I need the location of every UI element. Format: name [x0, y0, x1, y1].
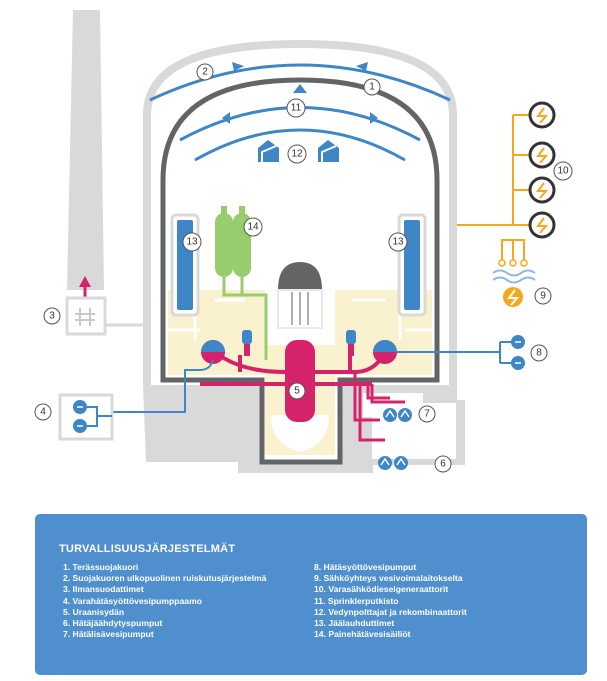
legend-item: 12. Vedynpolttajat ja rekombinaattorit [314, 606, 467, 617]
legend-column-left: 1. Terässuojakuori 2. Suojakuoren ulkopu… [63, 562, 266, 640]
svg-text:8: 8 [536, 348, 542, 359]
nuclear-plant-diagram: 1 2 3 4 5 6 7 8 9 10 11 12 13 13 14 [34, 10, 573, 473]
sprinkler-arc-inner [194, 128, 406, 162]
legend-item: 7. Hätälisävesipumput [63, 629, 154, 640]
sprinkler-arrow-right [370, 112, 378, 124]
legend-item: 1. Terässuojakuori [63, 562, 139, 572]
spray-arrow-right [356, 62, 368, 71]
legend-title: TURVALLISUUSJÄRJESTELMÄT [59, 543, 236, 555]
callout-5: 5 [288, 382, 306, 400]
legend-item: 4. Varahätäsyöttövesipumppaamo [63, 595, 202, 606]
callout-3: 3 [43, 307, 61, 325]
svg-text:5: 5 [294, 386, 300, 397]
callout-4: 4 [34, 403, 52, 421]
power-bus [457, 114, 530, 260]
legend-item: 14. Painehätävesisäiliöt [314, 629, 411, 640]
legend-item: 2. Suojakuoren ulkopuolinen ruiskutusjär… [63, 573, 267, 584]
callout-13-right: 13 [388, 232, 408, 252]
air-filter-box [65, 296, 107, 336]
svg-text:4: 4 [40, 407, 46, 418]
legend-item: 8. Hätäsyöttövesipumput [314, 562, 417, 572]
legend-item: 3. Ilmansuodattimet [63, 584, 144, 595]
callout-2: 2 [196, 63, 214, 81]
ice-condenser-left [170, 213, 200, 317]
callout-8: 8 [530, 344, 548, 362]
reactor-core [285, 340, 315, 422]
callout-12: 12 [287, 144, 307, 164]
backup-feedwater-pumps [73, 400, 112, 433]
hydrogen-recombiner-right [318, 140, 339, 162]
callout-13-left: 13 [182, 232, 202, 252]
svg-text:12: 12 [291, 149, 303, 160]
legend-panel: TURVALLISUUSJÄRJESTELMÄT 1. Terässuojaku… [35, 514, 587, 675]
emergency-water-tanks [215, 206, 268, 360]
callout-14: 14 [243, 217, 263, 237]
callout-9: 9 [534, 287, 552, 305]
callout-11: 11 [286, 98, 306, 118]
sprinkler-arrow-left [222, 112, 230, 124]
svg-text:13: 13 [186, 237, 198, 248]
legend-item: 9. Sähköyhteys vesivoimalaitokselta [314, 573, 463, 584]
chimney [67, 10, 104, 290]
emergency-cooling-pipes [353, 372, 405, 442]
hydrogen-recombiner-left [258, 140, 279, 162]
legend-item: 10. Varasähködieselgeneraattorit [314, 584, 449, 595]
svg-text:7: 7 [424, 409, 430, 420]
ice-condenser-right [397, 213, 427, 317]
svg-text:10: 10 [557, 166, 569, 177]
svg-text:14: 14 [247, 222, 259, 233]
callout-6: 6 [434, 455, 452, 473]
svg-text:9: 9 [540, 291, 546, 302]
svg-text:3: 3 [49, 311, 55, 322]
air-filter-icon [75, 308, 95, 326]
legend-item: 13. Jäälauhduttimet [314, 618, 395, 629]
chimney-exhaust-arrowhead [79, 276, 91, 287]
makeup-water-pumps [383, 408, 412, 422]
legend-column-right: 8. Hätäsyöttövesipumput 9. Sähköyhteys v… [314, 562, 467, 640]
steam-generator-left [201, 340, 225, 364]
legend-item: 6. Hätäjäähdytyspumput [63, 618, 163, 629]
svg-text:2: 2 [202, 67, 208, 78]
coolant-pump-right [346, 330, 356, 356]
callout-1: 1 [363, 78, 381, 96]
backup-feedwater-line [112, 359, 214, 413]
svg-text:6: 6 [440, 459, 446, 470]
steam-generator-right [373, 340, 397, 364]
emergency-feedwater-pumps [511, 335, 525, 370]
hydro-connection [492, 259, 536, 307]
svg-text:13: 13 [392, 237, 404, 248]
compartment-walls [168, 295, 432, 340]
primary-loop [200, 350, 387, 386]
callout-10: 10 [553, 161, 573, 181]
callout-7: 7 [418, 405, 436, 423]
coolant-pump-left [242, 330, 252, 356]
svg-text:1: 1 [369, 82, 375, 93]
spray-arrow-left [232, 62, 244, 71]
reactor-vessel [271, 262, 329, 452]
legend-item: 5. Uraanisydän [63, 606, 125, 617]
emergency-cooling-pumps [378, 456, 408, 470]
svg-text:11: 11 [291, 103, 302, 114]
legend-item: 11. Sprinklerputkisto [314, 595, 399, 606]
outer-spray-ring [149, 63, 451, 102]
diesel-generators [528, 101, 556, 239]
sprinkler-arrow-top [293, 84, 307, 93]
emergency-feedwater-line [397, 341, 515, 364]
